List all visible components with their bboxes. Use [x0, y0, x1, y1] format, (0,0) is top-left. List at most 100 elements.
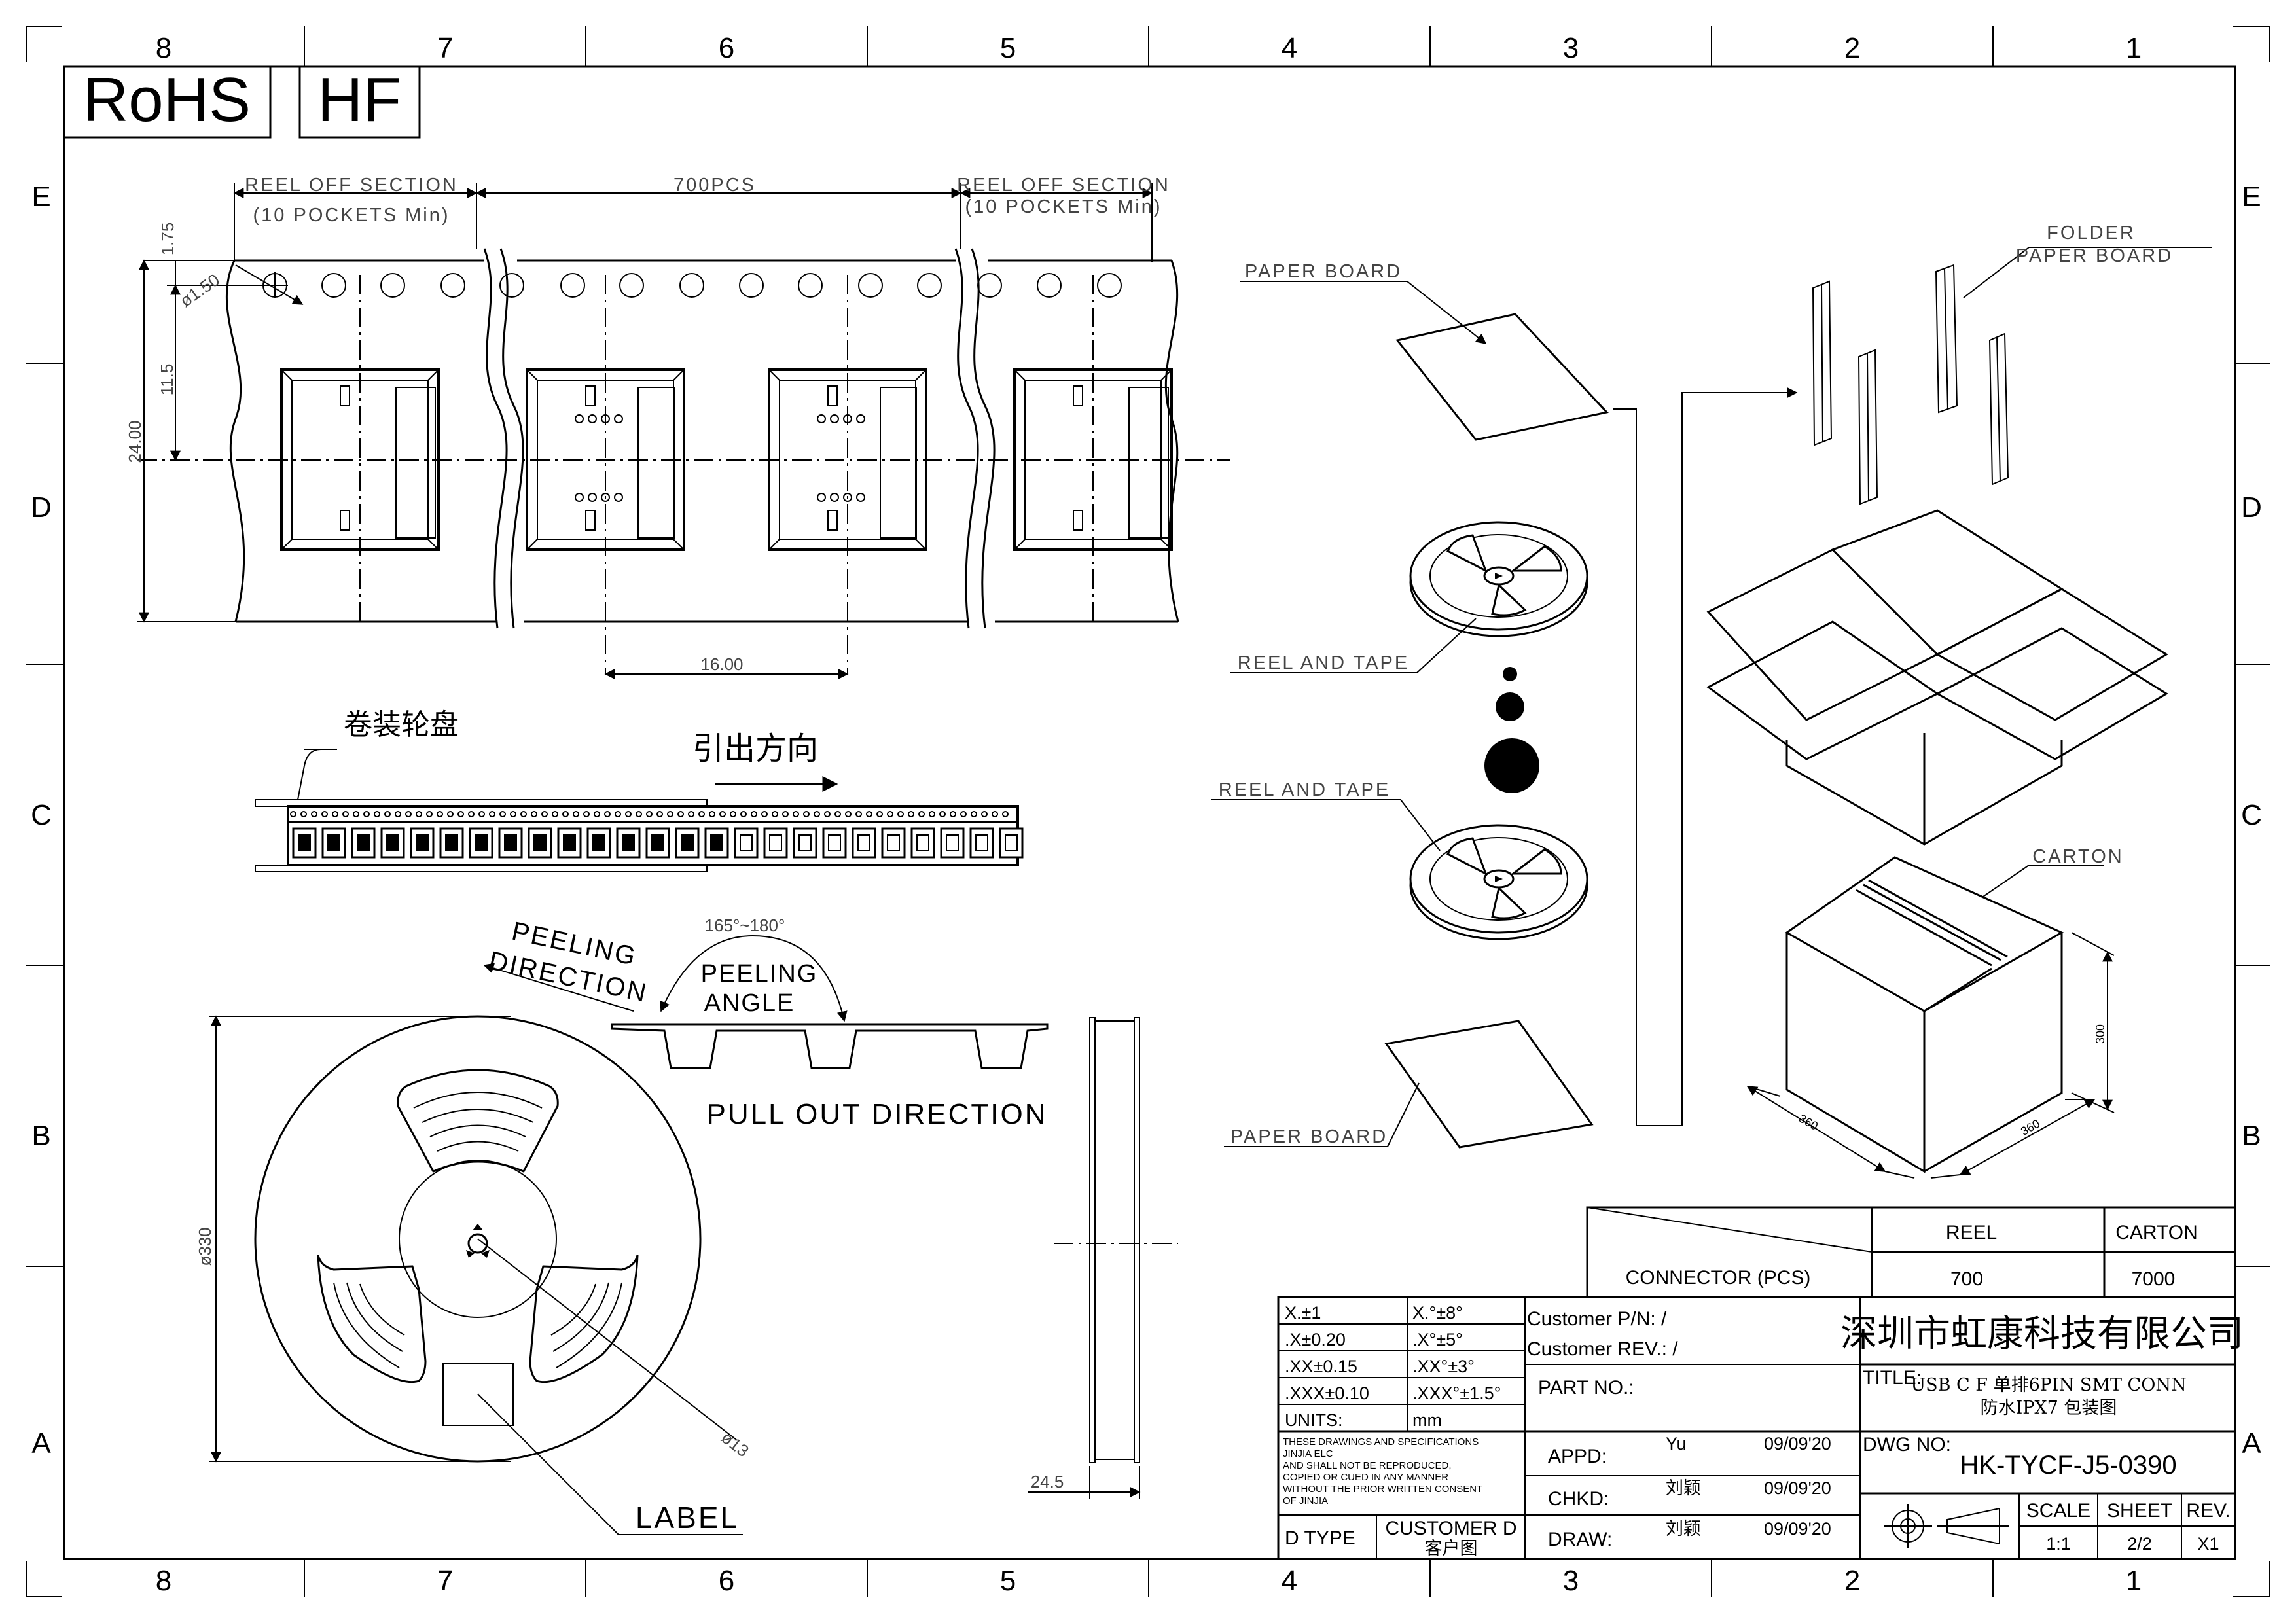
strip-sprocket-hole: [478, 811, 485, 817]
strip-sprocket-hole: [939, 811, 946, 817]
scale-label: SCALE: [2026, 1500, 2090, 1522]
reel-dim-13: ø13: [717, 1427, 753, 1461]
row-label-left-d: D: [31, 491, 52, 524]
part-no-label: PART NO.:: [1538, 1377, 1634, 1399]
row-label-left-c: C: [31, 799, 52, 831]
dim-hole: ø1.50: [176, 270, 223, 311]
reel-and-tape-2-label: REEL AND TAPE: [1219, 779, 1391, 800]
tol-b-4: mm: [1412, 1410, 1442, 1430]
strip-pocket-part: [357, 834, 370, 851]
carton-dim-360-b: 360: [2018, 1117, 2042, 1138]
reel-and-tape-1-label: REEL AND TAPE: [1238, 652, 1410, 673]
strip-sprocket-hole: [510, 811, 516, 817]
frame-ticks: [26, 26, 2270, 1597]
reel-side-view: 24.5: [1028, 1017, 1178, 1499]
rohs-badge: [63, 65, 272, 139]
strip-sprocket-hole: [971, 811, 977, 817]
col-label-top-4: 4: [1282, 32, 1297, 64]
peeling-diagram: PEELING DIRECTION 165°~180° PEELING ANGL…: [483, 916, 1049, 1130]
folder-label-line2: PAPER BOARD: [2016, 245, 2173, 266]
col-label-top-3: 3: [1563, 32, 1579, 64]
d-type: D TYPE: [1285, 1527, 1355, 1549]
strip-sprocket-hole: [887, 811, 893, 817]
tol-a-0: X.±1: [1285, 1303, 1321, 1323]
strip-sprocket-hole: [688, 811, 694, 817]
strip-sprocket-hole: [353, 811, 359, 817]
strip-sprocket-hole: [1002, 811, 1009, 817]
strip-sprocket-hole: [667, 811, 673, 817]
folder-label-line1: FOLDER: [2047, 223, 2136, 243]
strip-pocket-empty: [740, 834, 753, 851]
qty-carton-value: 7000: [2132, 1268, 2176, 1290]
row-label-right-d: D: [2241, 491, 2262, 524]
strip-sprocket-hole: [489, 811, 495, 817]
strip-pocket-empty: [916, 834, 929, 851]
col-label-bottom-6: 6: [719, 1565, 734, 1597]
strip-sprocket-hole: [656, 811, 663, 817]
strip-sprocket-hole: [698, 811, 705, 817]
strip-pocket-part: [386, 834, 399, 851]
pull-out-direction-label: PULL OUT DIRECTION: [707, 1098, 1048, 1130]
strip-sprocket-hole: [342, 811, 349, 817]
strip-pocket-part: [416, 834, 429, 851]
strip-sprocket-hole: [814, 811, 820, 817]
strip-pocket-empty: [857, 834, 870, 851]
carrier-tape-detail: REEL OFF SECTION (10 POCKETS Min) 700PCS…: [125, 175, 1230, 679]
qty-row-label: CONNECTOR (PCS): [1626, 1267, 1811, 1289]
col-label-top-8: 8: [156, 32, 171, 64]
quantity-table: REEL CARTON CONNECTOR (PCS) 700 7000: [1586, 1206, 2236, 1298]
strip-pocket-part: [445, 834, 458, 851]
strip-sprocket-hole: [740, 811, 747, 817]
strip-pocket-part: [298, 834, 311, 851]
strip-sprocket-hole: [709, 811, 715, 817]
strip-sprocket-hole: [897, 811, 904, 817]
draw-name: 刘颖: [1666, 1519, 1701, 1539]
strip-sprocket-hole: [562, 811, 569, 817]
qty-col-carton: CARTON: [2115, 1222, 2198, 1243]
reel-off-right-label: REEL OFF SECTION: [957, 175, 1170, 196]
strip-sprocket-hole: [332, 811, 338, 817]
dim-1-75: 1.75: [158, 223, 177, 256]
tape-strip-view: 卷装轮盘 引出方向: [255, 708, 1024, 872]
strip-sprocket-hole: [646, 811, 653, 817]
strip-sprocket-hole: [730, 811, 736, 817]
peeling-angle-line1: PEELING: [701, 960, 818, 988]
dim-16-00: 16.00: [700, 654, 743, 674]
packing-sequence: PAPER BOARD REEL AND TAPE REEL AND TAPE …: [1211, 223, 2212, 1179]
reel-off-left-label: REEL OFF SECTION: [245, 175, 458, 196]
strip-sprocket-hole: [719, 811, 726, 817]
strip-sprocket-hole: [531, 811, 537, 817]
paper-board-bottom-label: PAPER BOARD: [1230, 1126, 1388, 1147]
strip-sprocket-hole: [384, 811, 391, 817]
reel-width-dim: 24.5: [1031, 1472, 1064, 1491]
strip-pocket-part: [504, 834, 517, 851]
dwg-no: HK-TYCF-J5-0390: [1960, 1451, 2176, 1480]
strip-sprocket-hole: [636, 811, 642, 817]
tol-a-1: .X±0.20: [1285, 1330, 1346, 1349]
strip-pocket: [881, 827, 906, 859]
strip-sprocket-hole: [960, 811, 967, 817]
paper-board-top-label: PAPER BOARD: [1245, 261, 1402, 282]
strip-sprocket-hole: [677, 811, 684, 817]
strip-sprocket-hole: [793, 811, 799, 817]
carton-label: CARTON: [2032, 846, 2123, 867]
tol-a-2: .XX±0.15: [1285, 1357, 1357, 1376]
row-label-right-b: B: [2242, 1120, 2261, 1152]
strip-sprocket-hole: [751, 811, 757, 817]
rev-label: REV.: [2186, 1500, 2230, 1522]
reel-off-right-sub: (10 POCKETS Min): [965, 196, 1162, 217]
chkd-label: CHKD:: [1548, 1488, 1609, 1510]
qty-reel-value: 700: [1950, 1268, 1983, 1290]
row-label-left-a: A: [31, 1427, 51, 1459]
notice-line-2: AND SHALL NOT BE REPRODUCED,: [1283, 1460, 1452, 1471]
peel-angle-range: 165°~180°: [705, 916, 785, 935]
qty-col-reel: REEL: [1946, 1222, 1997, 1243]
reel-dim-330: ø330: [195, 1227, 215, 1266]
rev-value: X1: [2197, 1534, 2219, 1554]
strip-sprocket-hole: [499, 811, 506, 817]
strip-sprocket-hole: [625, 811, 632, 817]
col-label-top-2: 2: [1844, 32, 1860, 64]
strip-sprocket-hole: [573, 811, 579, 817]
strip-sprocket-hole: [824, 811, 831, 817]
row-label-right-e: E: [2242, 181, 2261, 213]
